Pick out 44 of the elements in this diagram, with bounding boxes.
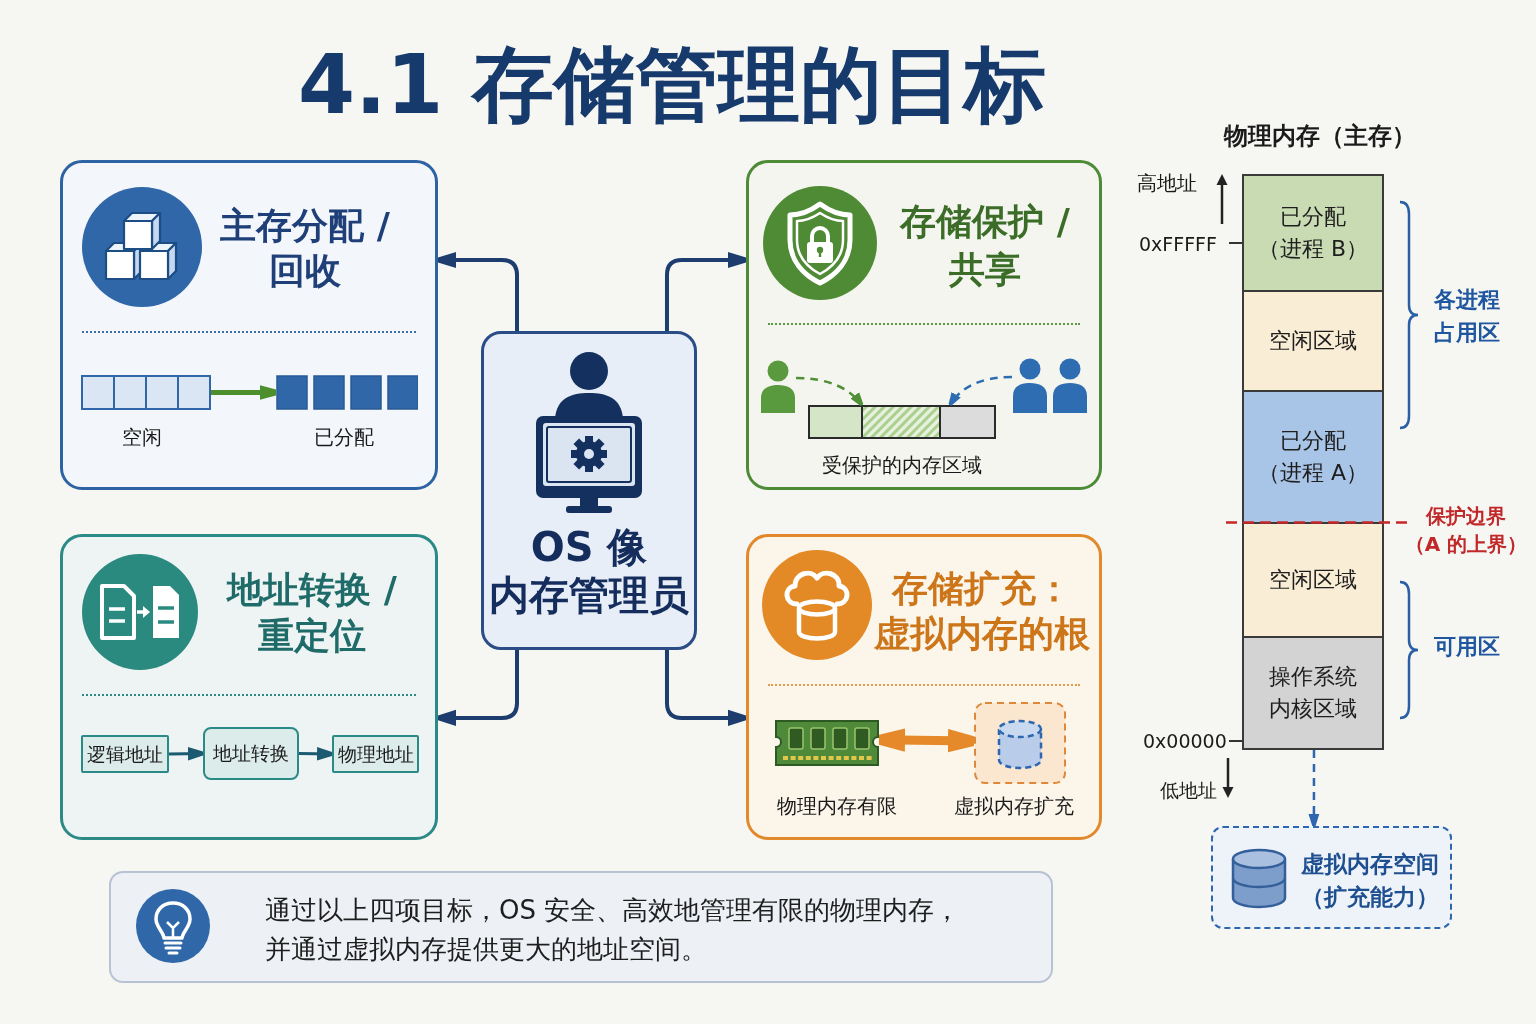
memory-region: 已分配（进程 A）: [1242, 390, 1384, 524]
goal-card: [746, 160, 1102, 490]
column-heading: 物理内存（主存）: [1224, 121, 1416, 152]
page-title: 4.1 存储管理的目标: [298, 37, 1046, 133]
box-title: 虚拟内存空间（扩充能力）: [1301, 850, 1439, 912]
bracket-label: 可用区: [1434, 634, 1500, 660]
card-title: 主存分配 / 回收: [220, 204, 390, 293]
boundary-label: 保护边界（A 的上界）: [1404, 503, 1528, 558]
people-icon: [1012, 358, 1088, 413]
virtual-memory-box: [1211, 826, 1452, 929]
axis-label: 高地址: [1137, 170, 1197, 196]
axis-label: 低地址: [1160, 778, 1217, 802]
note-box: [109, 871, 1053, 983]
card-title: 地址转换 / 重定位: [227, 568, 397, 658]
card-title: 存储扩充：虚拟内存的根: [874, 567, 1090, 656]
block-strip: [81, 375, 211, 410]
step-box: 地址转换: [203, 727, 299, 780]
manager-card: [481, 331, 697, 650]
bracket-label: 各进程占用区: [1434, 286, 1500, 347]
card-title: OS 像: [530, 523, 648, 572]
card-title: 内存管理员: [489, 571, 689, 620]
note-text: 通过以上四项目标，OS 安全、高效地管理有限的物理内存，并通过虚拟内存提供更大的地址空间。: [265, 894, 961, 966]
memory-region: 空闲区域: [1242, 522, 1384, 638]
dashed-storage-box: [974, 702, 1066, 784]
goal-card: [60, 160, 438, 490]
item-label: 已分配: [314, 424, 374, 450]
memory-region: 空闲区域: [1242, 290, 1384, 392]
memory-region: 操作系统内核区域: [1242, 636, 1384, 750]
item-label: 虚拟内存扩充: [954, 793, 1074, 819]
memory-region: 已分配（进程 B）: [1242, 174, 1384, 292]
card-title: 存储保护 / 共享: [900, 200, 1070, 292]
person-icon: [760, 360, 796, 413]
goal-card: [746, 534, 1102, 840]
block-strip: [276, 375, 418, 410]
memory-bar: [808, 405, 996, 439]
goal-card: [60, 534, 438, 840]
step-box: 逻辑地址: [81, 735, 169, 773]
step-box: 物理地址: [332, 735, 419, 773]
memory-module-icon: [775, 720, 879, 767]
address-label: 0x00000: [1143, 729, 1227, 753]
address-label: 0xFFFFF: [1139, 232, 1217, 256]
item-label: 空闲: [122, 424, 162, 450]
item-label: 物理内存有限: [777, 793, 897, 819]
item-label: 受保护的内存区域: [822, 452, 982, 478]
